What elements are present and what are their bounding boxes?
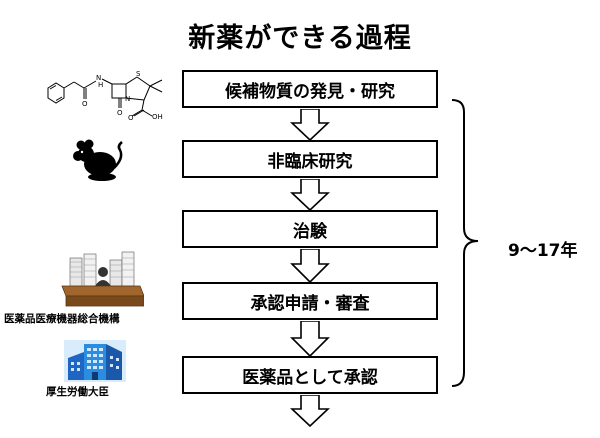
molecule-atom-label: O xyxy=(82,100,88,108)
down-arrow-icon xyxy=(290,249,330,283)
molecule-atom-label: S xyxy=(136,70,141,78)
molecule-atom-label: H xyxy=(98,81,103,89)
molecule-icon: N H S O N O OH O xyxy=(47,70,163,122)
molecule-atom-label: O xyxy=(128,114,134,122)
down-arrow-icon xyxy=(290,109,330,141)
agency-label: 医薬品医療機器総合機構 xyxy=(4,313,120,325)
down-arrow-icon xyxy=(290,321,330,357)
step-label: 治験 xyxy=(293,221,327,242)
molecule-atom-label: O xyxy=(117,109,123,117)
step-discovery: 候補物質の発見・研究 xyxy=(182,70,438,108)
mouse-icon xyxy=(73,139,123,181)
step-label: 候補物質の発見・研究 xyxy=(225,81,395,102)
down-arrow-icon xyxy=(290,395,330,427)
office-desk-icon xyxy=(61,251,144,307)
step-clinical-trial: 治験 xyxy=(182,210,438,248)
step-label: 医薬品として承認 xyxy=(242,367,378,388)
step-approval: 医薬品として承認 xyxy=(182,356,438,394)
diagram-title: 新薬ができる過程 xyxy=(188,23,412,54)
molecule-atom-label: N xyxy=(96,74,101,82)
step-application-review: 承認申請・審査 xyxy=(182,282,438,320)
down-arrow-icon xyxy=(290,179,330,211)
step-label: 承認申請・審査 xyxy=(250,293,370,314)
step-label: 非臨床研究 xyxy=(267,151,353,172)
step-nonclinical: 非臨床研究 xyxy=(182,140,438,178)
minister-label: 厚生労働大臣 xyxy=(46,386,109,398)
molecule-atom-label: OH xyxy=(152,113,163,121)
right-brace-icon xyxy=(451,99,479,387)
period-label: 9～17年 xyxy=(508,241,578,261)
molecule-atom-label: N xyxy=(125,95,130,103)
government-building-icon xyxy=(64,340,126,382)
